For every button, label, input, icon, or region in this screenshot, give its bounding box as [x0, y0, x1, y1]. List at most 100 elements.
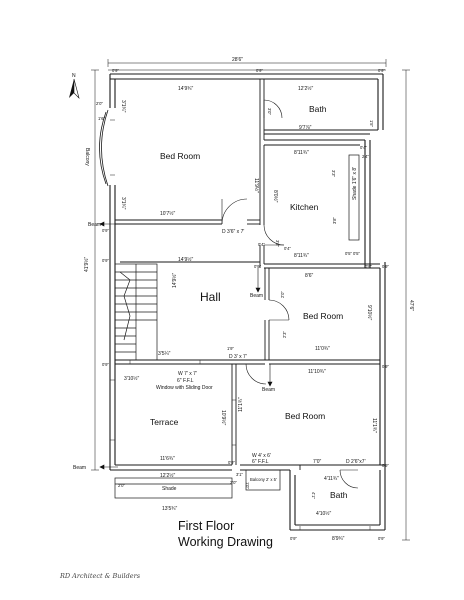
label-window-bed-bottom: W 4' x 6': [252, 453, 271, 459]
room-bed-mid: Bed Room: [303, 311, 343, 321]
north-label: N: [72, 73, 76, 79]
dim-small-24: 2'4": [362, 154, 369, 159]
label-shade-bottom: Shade: [162, 486, 177, 492]
dim-small-9m: 0'9": [290, 536, 297, 541]
dim-small-2b: 2'0": [230, 480, 237, 485]
label-window-bed-bottom-ffl: 6" F.F.L: [252, 459, 269, 465]
label-window-7x7: W 7' x 7': [178, 371, 197, 377]
interior-walls: [115, 79, 380, 470]
dim-bath-top-width: 12'2½": [298, 85, 313, 92]
north-arrow-icon: N: [69, 73, 80, 99]
dim-small-5: 0'5": [345, 251, 352, 256]
dim-terrace-w: 11'6¾": [160, 456, 175, 462]
dim-bottom-width: 13'5¾": [162, 506, 177, 512]
dim-kitchen-w1: 9'7⅞": [299, 125, 312, 131]
dim-bed-bottom-w: 11'10¾": [308, 369, 326, 375]
dim-small-4c: 0'4": [360, 145, 367, 150]
dim-bed-bottom-h: 11'1¾": [371, 418, 377, 433]
dim-small-19: 1'9": [227, 346, 234, 351]
dim-small-23: 2'3": [282, 331, 287, 338]
dim-bed-top-height: 11'9½": [253, 178, 260, 193]
dim-bed-top-inner: 10'7½": [160, 210, 175, 217]
dim-hall-w: 14'9½": [178, 256, 193, 263]
title-line-2: Working Drawing: [178, 535, 273, 549]
label-beam-left-top: Beam: [88, 222, 101, 228]
label-beam-mid: Beam: [262, 387, 275, 393]
beam-markers: [99, 221, 273, 470]
room-bath-bottom: Bath: [330, 490, 348, 500]
dim-overall-depth-left: 41'9½": [83, 257, 90, 272]
dim-small-4b: 0'4": [284, 246, 291, 251]
dim-small-9f: 0'9": [102, 362, 109, 367]
dim-kitchen-w3: 8'11¾": [294, 253, 309, 259]
dim-small-9h: 0'9": [254, 264, 261, 269]
dim-left-3b: 3'1¾": [120, 197, 126, 210]
dim-small-9k: 0'9": [382, 364, 389, 369]
dim-bath-bottom-out: 8'9¾": [332, 536, 345, 542]
dim-hall-small: 3'5¼": [158, 351, 171, 357]
dim-small-9a: 0'9": [112, 68, 119, 73]
dim-small-16: 1'6": [98, 116, 105, 121]
label-beam-hall: Beam: [250, 293, 263, 299]
room-terrace: Terrace: [150, 417, 179, 427]
dim-bed-mid-top: 8'6": [305, 273, 314, 279]
dim-bed-top-width: 14'9¾": [178, 86, 193, 92]
dim-kitchen-w2: 8'11¾": [294, 150, 309, 156]
dim-bed-mid-h: 9'10½": [366, 305, 373, 320]
dim-small-36: 3'6": [275, 240, 280, 247]
dim-overall-depth-right: 47'6": [408, 300, 414, 311]
architect-signature: RD Architect & Builders: [59, 572, 141, 580]
room-hall: Hall: [200, 290, 221, 304]
dim-terrace-h: 10'9½": [220, 410, 227, 425]
overall-dimensions: [91, 59, 410, 541]
shade-kitchen: [348, 154, 360, 241]
dim-bath-bottom-w2: 4'11¾": [324, 476, 339, 482]
staircase: [114, 263, 158, 361]
dim-bottom-12: 12'2½": [160, 472, 175, 479]
dim-small-9b: 0'9": [256, 68, 263, 73]
room-bath-top: Bath: [309, 104, 327, 114]
window-marks: [110, 119, 371, 530]
dim-kitchen-h: 8'0½": [272, 190, 279, 203]
dim-small-10: 1'0": [245, 482, 250, 489]
label-window-ffl: 6" F.F.L: [177, 378, 194, 384]
dim-small-9e: 0'9": [102, 258, 109, 263]
dim-small-9i: 0'9": [365, 264, 372, 269]
dim-small-2: 2'0": [96, 101, 103, 106]
room-kitchen: Kitchen: [290, 202, 319, 212]
balcony-left: [99, 109, 109, 187]
dim-small-9d: 0'9": [102, 228, 109, 233]
dim-small-5b: 0'5": [353, 251, 360, 256]
dim-bed-mid-w: 11'0¾": [315, 346, 330, 352]
dim-small-30: 3'0": [267, 108, 272, 115]
dim-small-20: 2'0": [280, 291, 285, 298]
dim-small-33: 3'3": [331, 170, 336, 177]
dim-bed-bottom-7: 7'0": [313, 459, 322, 465]
label-door-bath-bottom: D 2'6"x7': [346, 459, 366, 465]
dim-small-31: 3'1": [236, 472, 243, 477]
dim-small-9n: 0'9": [378, 536, 385, 541]
dim-small-9c: 0'9": [378, 68, 385, 73]
dim-small-2c: 2'0": [118, 483, 125, 488]
dim-terrace-top: 3'10½": [124, 375, 139, 382]
dim-left-3a: 3'1¾": [120, 100, 126, 113]
dim-small-9l: 0'9": [382, 463, 389, 468]
label-door-hall: D 3' x 7': [229, 354, 247, 360]
dim-bath-bottom-w: 4'10½": [316, 510, 331, 517]
dim-small-15: 1'5": [369, 120, 374, 127]
door-swings: [221, 99, 359, 489]
dim-small-9g: 0'9": [228, 460, 235, 465]
exterior-walls: [109, 73, 386, 531]
label-shade-kitchen: Shade 1'6" x 8': [352, 167, 358, 200]
label-beam-left-bottom: Beam: [73, 465, 86, 471]
shade-bottom: [114, 477, 233, 499]
label-door-bed-top: D 3'6" x 7': [222, 229, 244, 235]
dim-small-9j: 0'9": [382, 264, 389, 269]
dim-bed-bottom-h2: 11'1¾": [238, 397, 244, 412]
room-bed-top: Bed Room: [160, 151, 200, 161]
label-window-sliding: Window with Sliding Door: [156, 385, 213, 391]
label-balcony-bottom: Balcony 2' x 5': [250, 477, 277, 482]
dim-small-4a: 0'4": [258, 242, 265, 247]
